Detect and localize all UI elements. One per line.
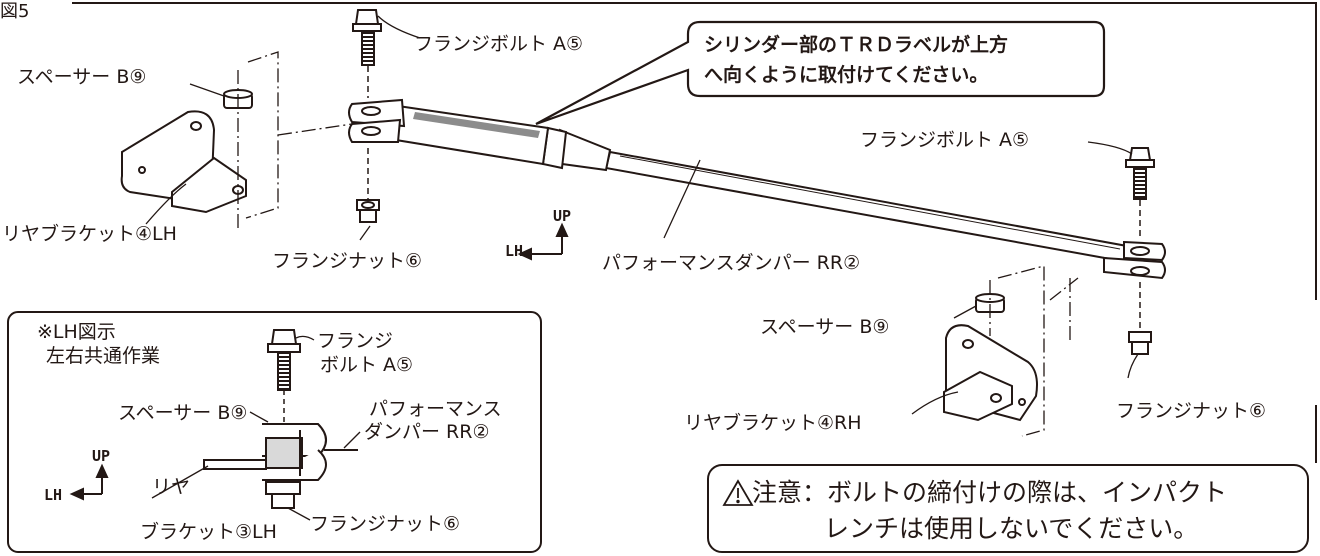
label-flange-nut-right: フランジナット⑥ — [1116, 400, 1267, 422]
inset-label-bracket-line1: リヤ — [152, 476, 191, 498]
label-flange-bolt-right: フランジボルト A⑤ — [860, 129, 1030, 151]
axis-lh-label: LH — [505, 242, 524, 260]
caution-box — [707, 464, 1309, 553]
inset-bolt-drawing — [267, 329, 301, 430]
inset-title-line2: 左右共通作業 — [46, 345, 161, 367]
inset-axis-lh-label: LH — [44, 486, 63, 504]
assembly-guide-lines-left — [237, 51, 353, 230]
inset-label-damper-line1: パフォーマンス — [369, 398, 502, 420]
rear-bracket-lh-drawing — [120, 110, 247, 214]
axis-indicator-main — [517, 222, 569, 261]
inset-label-nut: フランジナット⑥ — [310, 513, 461, 535]
caution-line2: レンチは使用しないでください。 — [824, 514, 1199, 543]
inset-title-line1: ※LH図示 — [37, 321, 116, 343]
inset-clevis-drawing — [203, 423, 358, 509]
inset-label-damper-line2: ダンパー RR② — [364, 421, 490, 443]
performance-damper-drawing — [348, 98, 1166, 280]
inset-label-bracket-line2: ブラケット③LH — [140, 521, 277, 543]
label-bracket-lh: リヤブラケット④LH — [2, 223, 177, 245]
axis-up-label: UP — [553, 207, 572, 225]
label-damper: パフォーマンスダンパー RR② — [602, 252, 861, 274]
flange-nut-left-drawing — [356, 199, 380, 223]
caution-line1: 注意：ボルトの締付けの際は、インパクト — [752, 478, 1228, 507]
flange-bolt-right-drawing — [1125, 147, 1155, 330]
label-flange-nut-center: フランジナット⑥ — [272, 250, 423, 272]
label-spacer-left: スペーサー B⑨ — [17, 66, 147, 88]
inset-label-bolt-line1: フランジ — [317, 330, 394, 352]
inset-box — [7, 311, 542, 553]
label-bracket-rh: リヤブラケット④RH — [684, 412, 862, 434]
rear-bracket-rh-drawing — [943, 324, 1038, 422]
figure-id: 図5 — [0, 1, 30, 22]
callout-bubble — [535, 20, 1106, 126]
flange-nut-right-drawing — [1128, 331, 1152, 355]
flange-bolt-left-drawing — [352, 9, 382, 200]
warning-triangle-icon — [722, 479, 754, 506]
inset-leader-lines — [151, 335, 361, 521]
callout-line1: シリンダー部のＴＲＤラベルが上方 — [704, 34, 1009, 56]
inset-label-bolt-line2: ボルト A⑤ — [320, 354, 414, 376]
callout-line2: へ向くように取付けてください。 — [704, 64, 989, 86]
leader-lines — [145, 15, 1139, 415]
assembly-guide-lines-right — [989, 265, 1079, 437]
label-spacer-right: スペーサー B⑨ — [760, 316, 890, 338]
inset-label-spacer: スペーサー B⑨ — [118, 402, 248, 424]
figure-frame — [72, 2, 1317, 463]
inset-axis-up-label: UP — [92, 447, 111, 465]
label-flange-bolt-top: フランジボルト A⑤ — [414, 33, 584, 55]
axis-indicator-inset — [69, 463, 109, 501]
